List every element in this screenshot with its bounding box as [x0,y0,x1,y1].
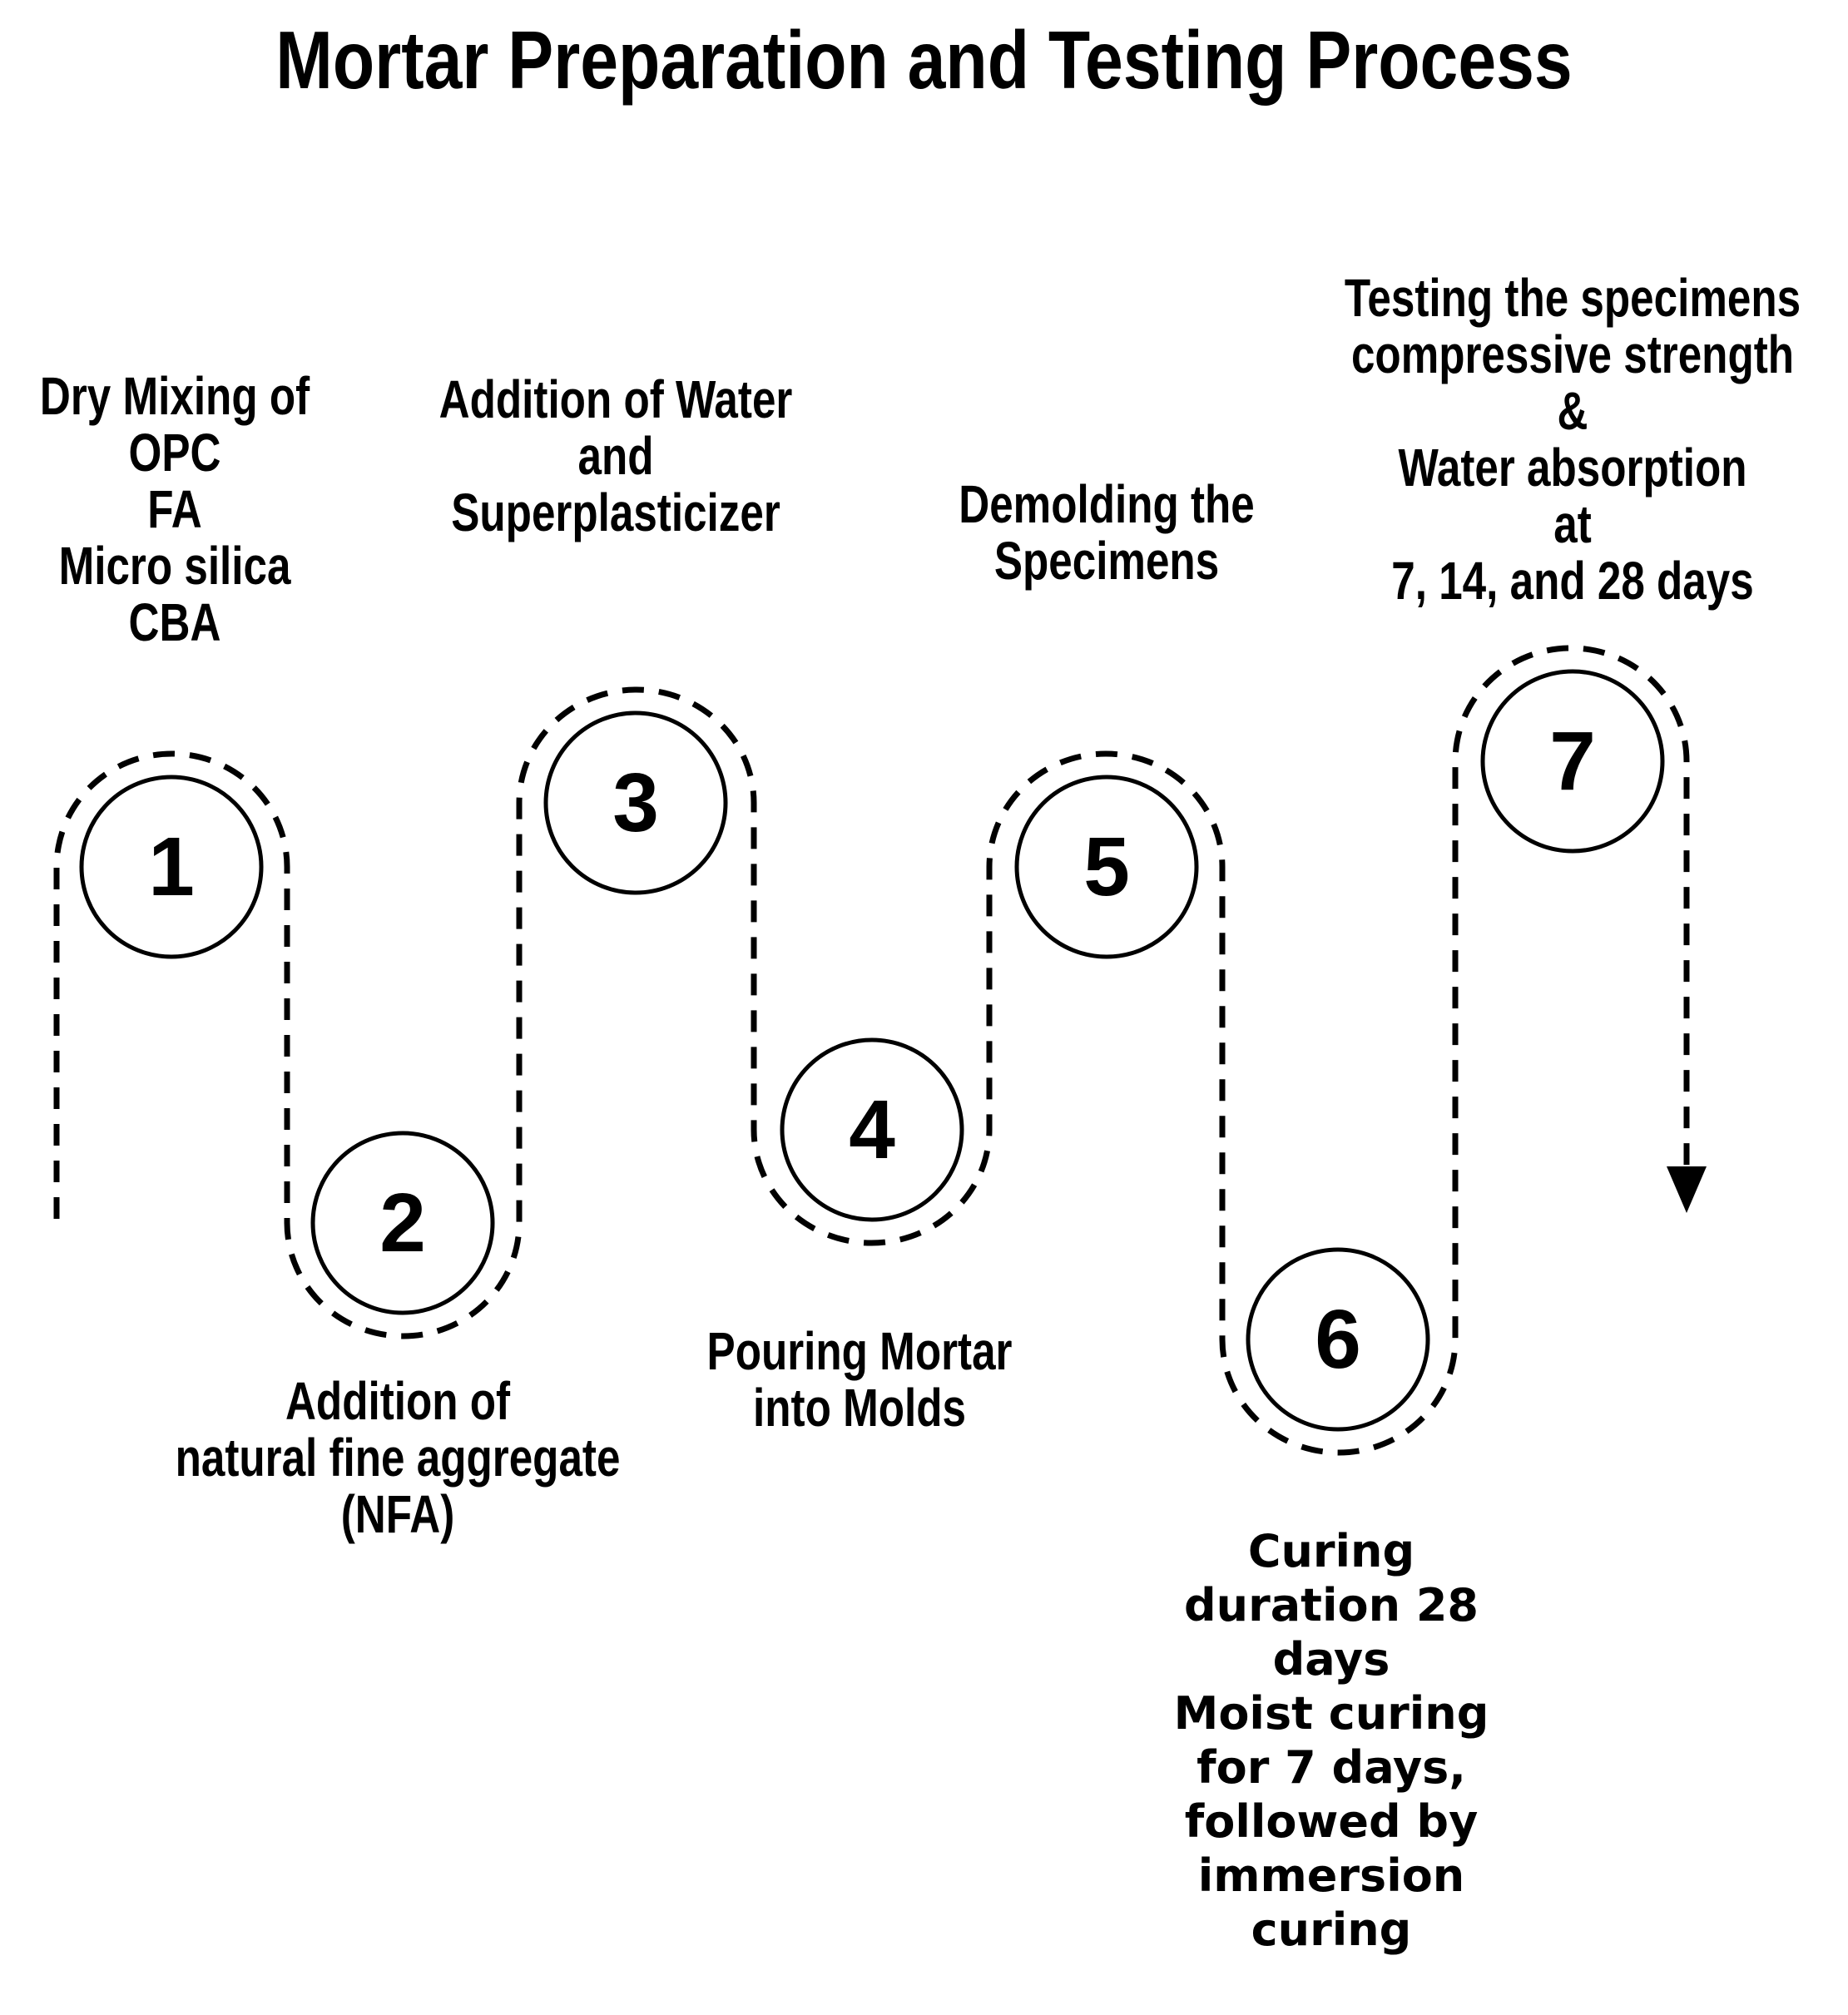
circle-1-outline [79,775,264,959]
step-circle-6: 6 [1246,1247,1430,1432]
circle-2-outline [310,1131,495,1315]
diagram-title: Mortar Preparation and Testing Process [275,14,1573,106]
step-number-5: 5 [1083,820,1130,913]
step-number-3: 3 [612,756,659,849]
step-number-7: 7 [1549,715,1596,808]
step-circle-2: 2 [310,1131,495,1315]
step-circle-1: 1 [79,775,264,959]
step-label-7: Testing the specimens compressive streng… [1344,268,1801,611]
step-label-1: Dry Mixing of OPC FA Micro silica CBA [39,366,310,652]
step-label-2: Addition of natural fine aggregate (NFA) [175,1371,621,1544]
circle-6-outline [1246,1247,1430,1432]
step-circle-5: 5 [1014,775,1199,959]
step-label-5: Demolding the Specimens [959,474,1255,591]
circle-7-outline [1480,669,1665,854]
step-label-3: Addition of Water and Superplasticizer [438,369,793,542]
step-label-6: Curing duration 28 days Moist curing for… [1173,1525,1489,1956]
step-label-4: Pouring Mortar into Molds [706,1321,1013,1438]
process-dashed-path [53,645,1690,1456]
step-number-2: 2 [379,1176,426,1270]
step-number-6: 6 [1315,1293,1361,1386]
flow-end-arrowhead-icon [1667,1166,1707,1213]
step-number-1: 1 [148,820,195,913]
circle-3-outline [543,710,728,895]
step-circle-4: 4 [780,1037,964,1222]
step-circle-3: 3 [543,710,728,895]
step-circle-7: 7 [1480,669,1665,854]
circle-5-outline [1014,775,1199,959]
circle-4-outline [780,1037,964,1222]
step-number-4: 4 [849,1083,895,1176]
